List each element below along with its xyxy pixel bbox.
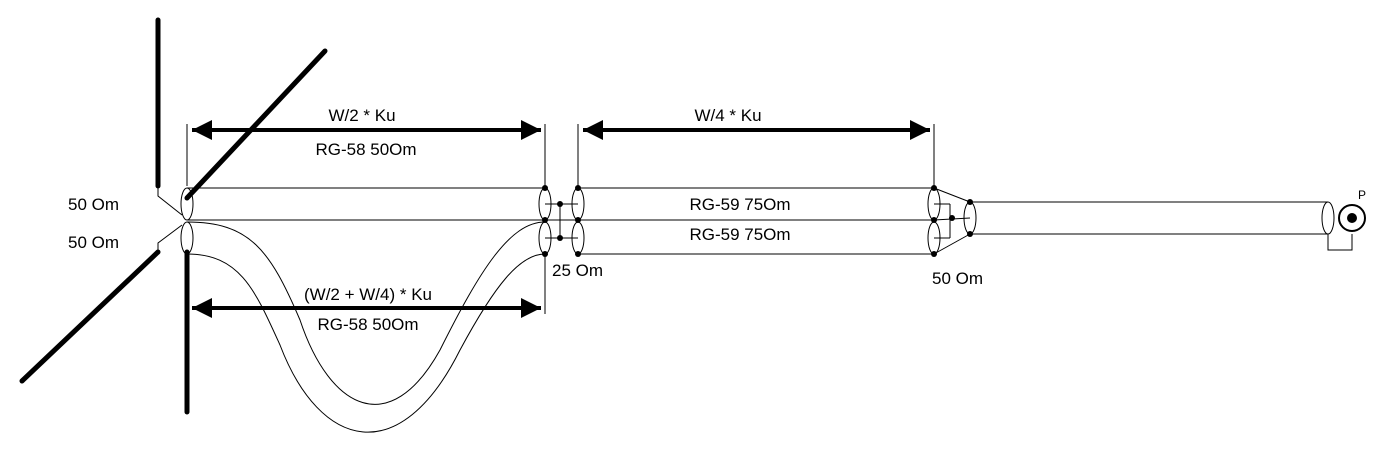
quarter-wave-dim-label: W/4 * Ku <box>694 106 761 125</box>
junction-impedance-label: 25 Om <box>552 261 603 280</box>
port-label: P <box>1358 188 1366 202</box>
coax-output <box>970 201 1353 251</box>
loop-cable-label: RG-58 50Om <box>317 315 418 334</box>
lower-line-label: RG-59 75Om <box>689 225 790 244</box>
loop-dim-label: (W/2 + W/4) * Ku <box>304 285 432 304</box>
dipole-elements <box>19 17 328 415</box>
coax-loop <box>180 221 546 433</box>
coax-rg59-pair <box>578 187 934 255</box>
port-symbol: P <box>1338 188 1366 232</box>
output-impedance-label: 50 Om <box>932 269 983 288</box>
diagonal-element-top <box>184 48 328 201</box>
diagonal-element-bottom <box>19 249 161 384</box>
impedance-left-top-label: 50 Om <box>68 195 119 214</box>
junction-dots <box>542 185 581 257</box>
dimension-arrows <box>192 120 930 318</box>
upper-line-label: RG-59 75Om <box>689 195 790 214</box>
dimension-extensions <box>186 124 935 314</box>
coax-top-half-wave <box>180 187 545 221</box>
output-junction-dots <box>931 185 973 257</box>
feedpoint-wires <box>157 186 183 252</box>
impedance-left-bottom-label: 50 Om <box>68 233 119 252</box>
top-cable-label: RG-58 50Om <box>315 140 416 159</box>
half-wave-dim-label: W/2 * Ku <box>328 106 395 125</box>
